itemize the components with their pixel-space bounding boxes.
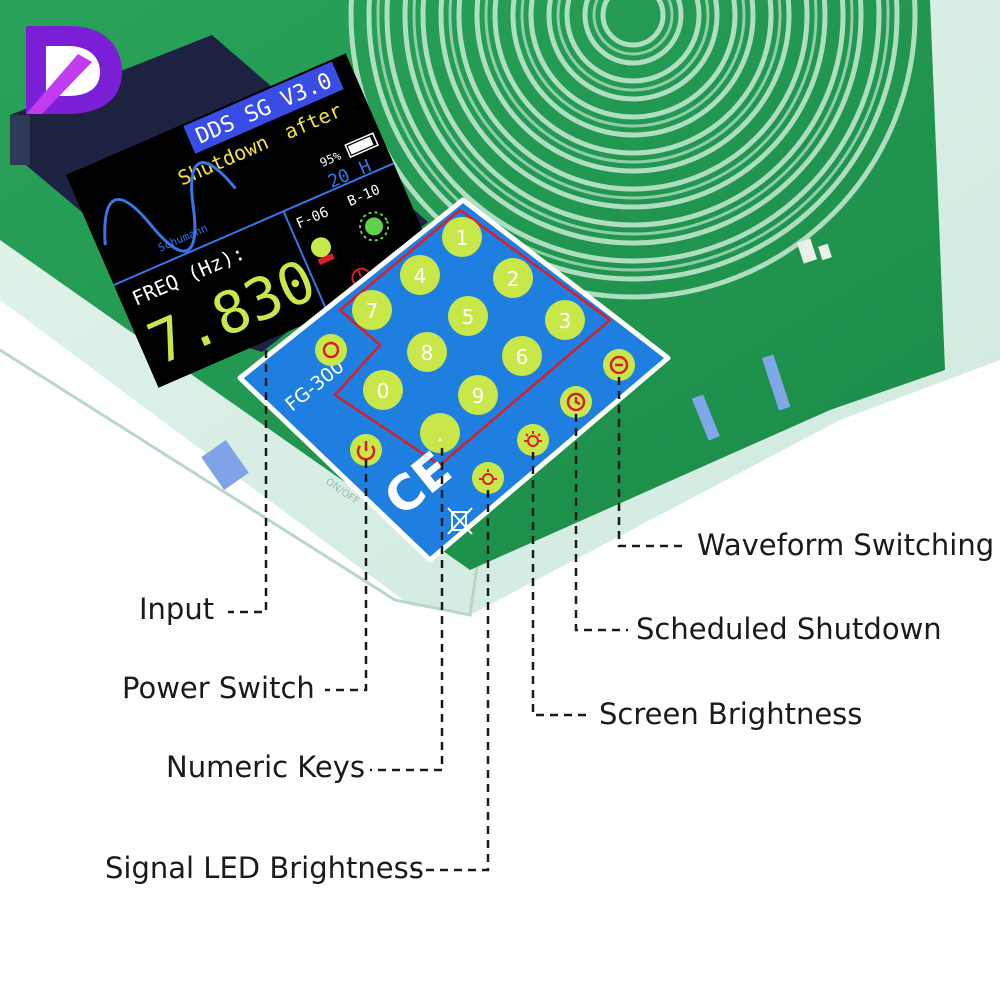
key-8[interactable]: 8 [407, 332, 447, 372]
waveform-graphic [103, 161, 237, 253]
power-switch-button[interactable] [350, 434, 382, 466]
svg-text:8: 8 [421, 341, 434, 365]
key-6[interactable]: 6 [502, 336, 542, 376]
key-5[interactable]: 5 [448, 296, 488, 336]
key-9[interactable]: 9 [458, 375, 498, 415]
svg-text:0: 0 [377, 379, 390, 403]
brightness-status-icon [359, 211, 390, 242]
label-numeric-keys: Numeric Keys [166, 750, 365, 784]
screen-brightness-button[interactable] [517, 424, 549, 456]
svg-text:4: 4 [414, 264, 427, 288]
scheduled-shutdown-button[interactable] [560, 386, 592, 418]
waveform-switching-button[interactable] [603, 349, 635, 381]
label-input: Input [139, 592, 215, 626]
input-button[interactable] [315, 334, 347, 366]
led-brightness-button[interactable] [472, 462, 504, 494]
label-scheduled-shutdown: Scheduled Shutdown [636, 612, 942, 646]
svg-text:2: 2 [507, 267, 520, 291]
smd-components [796, 238, 832, 264]
numeric-keys: 1 2 3 4 5 6 7 8 9 0 . [352, 217, 585, 453]
battery-icon [344, 132, 379, 159]
key-dot[interactable]: . [420, 413, 460, 453]
clock-icon [566, 392, 586, 412]
spiral-coil [348, 0, 918, 300]
svg-text:.: . [437, 422, 443, 446]
key-0[interactable]: 0 [363, 370, 403, 410]
svg-text:5: 5 [462, 305, 475, 329]
label-screen-brightness: Screen Brightness [599, 697, 863, 731]
svg-text:9: 9 [472, 384, 485, 408]
svg-text:1: 1 [456, 226, 469, 250]
key-4[interactable]: 4 [400, 255, 440, 295]
label-signal-led-brightness: Signal LED Brightness [105, 851, 424, 885]
label-power-switch: Power Switch [122, 671, 315, 705]
key-3[interactable]: 3 [545, 300, 585, 340]
svg-text:3: 3 [559, 309, 572, 333]
key-1[interactable]: 1 [442, 217, 482, 257]
sun-icon [524, 431, 542, 447]
wave-icon [609, 355, 629, 375]
svg-text:6: 6 [516, 345, 529, 369]
key-2[interactable]: 2 [493, 258, 533, 298]
brand-logo: D [18, 18, 122, 114]
led-status-icon [310, 237, 335, 266]
sun-small-icon [479, 469, 497, 485]
label-waveform-switching: Waveform Switching [697, 528, 995, 562]
key-7[interactable]: 7 [352, 290, 392, 330]
input-icon [322, 341, 340, 359]
svg-text:7: 7 [366, 299, 379, 323]
brand-logo-letter: D [18, 18, 19, 19]
